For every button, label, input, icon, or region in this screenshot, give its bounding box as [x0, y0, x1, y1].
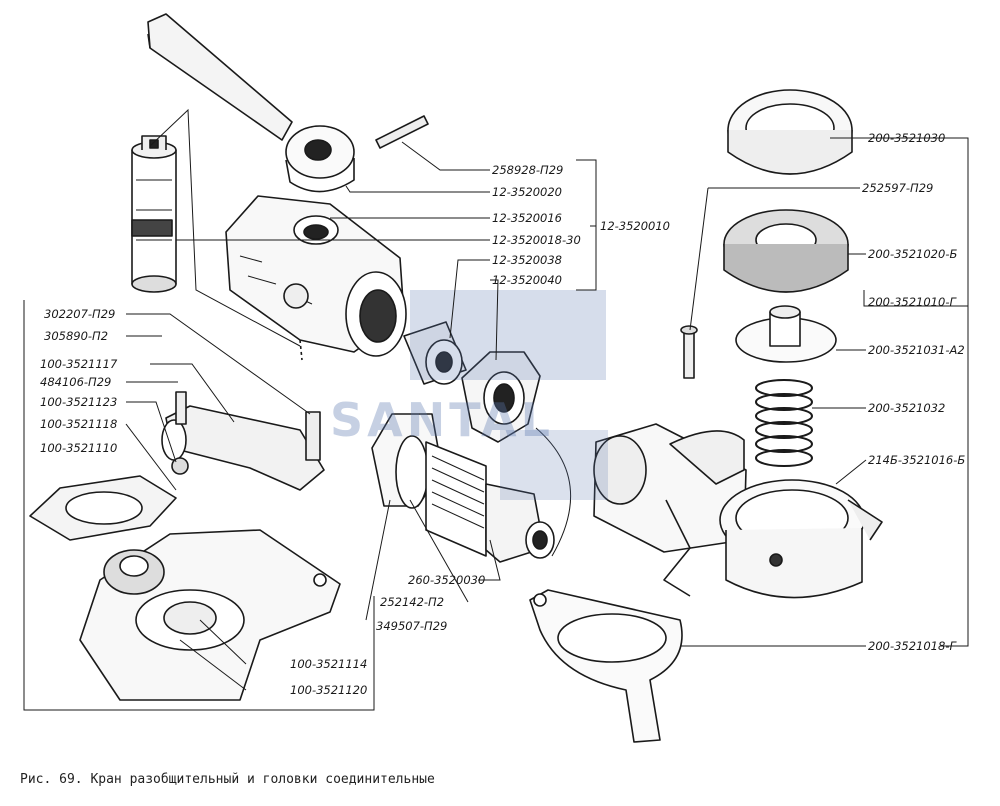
label-100-3521110: 100-3521110	[40, 441, 118, 455]
locking-ring	[727, 89, 853, 175]
label-484106-p29: 484106-П29	[40, 375, 112, 389]
figure-caption: Рис. 69. Кран разобщительный и головки с…	[20, 772, 435, 787]
label-100-3521120: 100-3521120	[290, 683, 368, 697]
coupling-head-left	[29, 391, 341, 701]
label-200-3521020-b: 200-3521020-Б	[868, 247, 958, 261]
label-252597-p29: 252597-П29	[862, 181, 934, 195]
hex-fitting	[371, 413, 571, 563]
label-200-3521018-g: 200-3521018-Г	[868, 639, 956, 653]
label-100-3521118: 100-3521118	[40, 417, 118, 431]
label-200-3521010-g: 200-3521010-Г	[868, 295, 956, 309]
label-302207-p29: 302207-П29	[44, 307, 116, 321]
label-12-3520040: 12-3520040	[492, 273, 562, 287]
dust-cover	[529, 589, 683, 743]
label-260-3520030: 260-3520030	[408, 573, 486, 587]
watermark-text: SANTAL	[330, 393, 554, 447]
coil-spring	[755, 379, 813, 467]
coupling-head-right	[593, 423, 883, 599]
label-252142-p2: 252142-П2	[380, 595, 445, 609]
label-12-3520038: 12-3520038	[492, 253, 562, 267]
rubber-seal	[723, 209, 849, 293]
valve-plug	[131, 135, 177, 293]
label-200-3521032: 200-3521032	[868, 401, 946, 415]
label-258928-p29: 258928-П29	[492, 163, 564, 177]
valve-body	[225, 195, 407, 361]
small-pin	[680, 325, 698, 379]
label-100-3521114: 100-3521114	[290, 657, 368, 671]
label-200-3521031-a2: 200-3521031-А2	[868, 343, 965, 357]
label-200-3521030: 200-3521030	[868, 131, 946, 145]
label-12-3520016: 12-3520016	[492, 211, 562, 225]
label-12-3520010: 12-3520010	[600, 219, 670, 233]
pin-part	[375, 115, 429, 149]
label-12-3520020: 12-3520020	[492, 185, 562, 199]
valve-handle	[147, 13, 355, 193]
leader-lines	[23, 108, 969, 711]
label-100-3521123: 100-3521123	[40, 395, 118, 409]
watermark-block	[410, 290, 608, 500]
disc-valve	[735, 305, 837, 363]
label-305890-p2: 305890-П2	[44, 329, 109, 343]
label-12-3520018-30: 12-3520018-30	[492, 233, 581, 247]
label-349507-p29: 349507-П29	[376, 619, 448, 633]
union-nut	[461, 351, 541, 443]
label-100-3521117: 100-3521117	[40, 357, 118, 371]
label-214b-3521016-b: 214Б-3521016-Б	[868, 453, 966, 467]
